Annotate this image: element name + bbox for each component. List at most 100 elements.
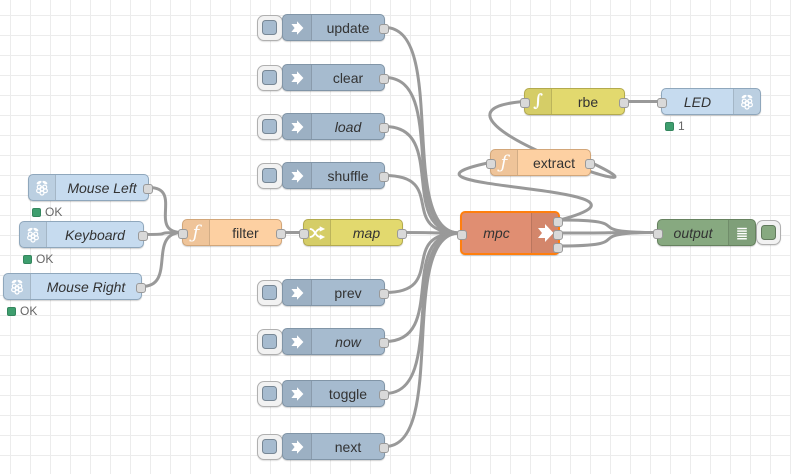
inject-button[interactable] bbox=[257, 64, 283, 91]
output-port[interactable] bbox=[136, 282, 146, 293]
wire-mouse-left-filter[interactable] bbox=[147, 186, 184, 234]
node-label: next bbox=[334, 438, 362, 455]
output-port[interactable] bbox=[397, 228, 407, 239]
status-dot-icon bbox=[665, 121, 674, 131]
wire-shuffle-mpc[interactable] bbox=[383, 174, 462, 235]
node-keyboard[interactable]: Keyboard bbox=[19, 221, 148, 248]
node-now[interactable]: now bbox=[282, 328, 389, 355]
inject-button[interactable] bbox=[257, 433, 283, 460]
node-label: filter bbox=[232, 224, 259, 241]
output-port[interactable] bbox=[138, 230, 148, 241]
node-led[interactable]: LED bbox=[657, 88, 761, 115]
output-port[interactable] bbox=[143, 183, 153, 194]
output-port[interactable] bbox=[379, 288, 389, 299]
inject-button-inner bbox=[262, 167, 277, 183]
output-port[interactable] bbox=[379, 171, 389, 182]
output-port[interactable] bbox=[553, 217, 563, 227]
input-port[interactable] bbox=[486, 158, 496, 169]
wire-update-mpc[interactable] bbox=[383, 26, 462, 235]
input-port[interactable] bbox=[653, 228, 663, 239]
inject-arrow-icon bbox=[283, 163, 312, 188]
node-clear[interactable]: clear bbox=[282, 64, 389, 91]
inject-arrow-icon bbox=[283, 65, 312, 90]
inject-button-inner bbox=[262, 385, 277, 401]
inject-arrow-icon bbox=[283, 280, 312, 305]
node-label: clear bbox=[332, 69, 364, 86]
node-label: Keyboard bbox=[65, 226, 125, 243]
output-port[interactable] bbox=[379, 389, 389, 400]
node-label: rbe bbox=[577, 93, 599, 110]
output-port[interactable] bbox=[379, 23, 389, 34]
node-load[interactable]: load bbox=[282, 113, 389, 140]
node-map[interactable]: map bbox=[299, 219, 407, 246]
inject-button-inner bbox=[262, 118, 277, 134]
node-mpc[interactable]: mpc bbox=[457, 211, 563, 255]
debug-toggle-button[interactable] bbox=[756, 220, 781, 245]
inject-arrow-icon bbox=[283, 329, 312, 354]
node-prev[interactable]: prev bbox=[282, 279, 389, 306]
inject-button-inner bbox=[262, 69, 277, 85]
output-port[interactable] bbox=[553, 230, 563, 240]
node-mouse-left[interactable]: Mouse Left bbox=[28, 174, 153, 201]
node-label: output bbox=[673, 224, 713, 241]
node-label: now bbox=[335, 333, 361, 350]
output-port[interactable] bbox=[379, 337, 389, 348]
raspberry-pi-icon bbox=[20, 222, 47, 247]
node-update[interactable]: update bbox=[282, 14, 389, 41]
output-port[interactable] bbox=[276, 228, 286, 239]
node-label: prev bbox=[334, 284, 362, 301]
output-port[interactable] bbox=[379, 442, 389, 453]
input-port[interactable] bbox=[457, 230, 467, 240]
node-label: update bbox=[326, 19, 370, 36]
input-port[interactable] bbox=[657, 97, 667, 108]
inject-button[interactable] bbox=[257, 279, 283, 306]
output-port[interactable] bbox=[619, 97, 629, 108]
output-port[interactable] bbox=[553, 243, 563, 253]
node-output[interactable]: output bbox=[653, 219, 756, 246]
output-port[interactable] bbox=[379, 122, 389, 133]
output-port[interactable] bbox=[585, 158, 595, 169]
node-status: OK bbox=[23, 252, 53, 266]
inject-button[interactable] bbox=[257, 113, 283, 140]
status-dot-icon bbox=[7, 306, 16, 316]
wire-mpc-output[interactable] bbox=[558, 218, 659, 234]
inject-button[interactable] bbox=[257, 162, 283, 189]
input-port[interactable] bbox=[520, 97, 530, 108]
node-label: extract bbox=[532, 154, 575, 171]
inject-button[interactable] bbox=[257, 328, 283, 355]
raspberry-pi-icon bbox=[4, 274, 31, 299]
node-shuffle[interactable]: shuffle bbox=[282, 162, 389, 189]
node-status: OK bbox=[32, 205, 62, 219]
status-dot-icon bbox=[23, 254, 32, 264]
input-port[interactable] bbox=[178, 228, 188, 239]
status-text: OK bbox=[45, 205, 63, 219]
wire-clear-mpc[interactable] bbox=[383, 76, 462, 235]
wire-load-mpc[interactable] bbox=[383, 125, 462, 235]
node-mouse-right[interactable]: Mouse Right bbox=[3, 273, 146, 300]
output-port[interactable] bbox=[379, 73, 389, 84]
wire-mpc-extract[interactable] bbox=[457, 161, 593, 222]
inject-button[interactable] bbox=[257, 14, 283, 41]
node-rbe[interactable]: ∫rbe bbox=[520, 88, 629, 115]
debug-toggle-inner bbox=[761, 225, 776, 240]
inject-arrow-icon bbox=[283, 381, 312, 406]
wire-mouse-right-filter[interactable] bbox=[140, 231, 184, 288]
wire-next-mpc[interactable] bbox=[383, 231, 462, 448]
node-status: 1 bbox=[665, 119, 685, 133]
wire-prev-mpc[interactable] bbox=[383, 231, 462, 294]
node-label: map bbox=[352, 224, 381, 241]
node-status: OK bbox=[7, 304, 37, 318]
node-toggle[interactable]: toggle bbox=[282, 380, 389, 407]
node-label: toggle bbox=[328, 385, 368, 402]
status-text: OK bbox=[36, 252, 54, 266]
wire-now-mpc[interactable] bbox=[383, 231, 462, 343]
input-port[interactable] bbox=[299, 228, 309, 239]
wire-mpc-output[interactable] bbox=[558, 231, 659, 248]
node-next[interactable]: next bbox=[282, 433, 389, 460]
inject-arrow-icon bbox=[283, 15, 312, 40]
status-text: OK bbox=[20, 304, 38, 318]
inject-button[interactable] bbox=[257, 380, 283, 407]
